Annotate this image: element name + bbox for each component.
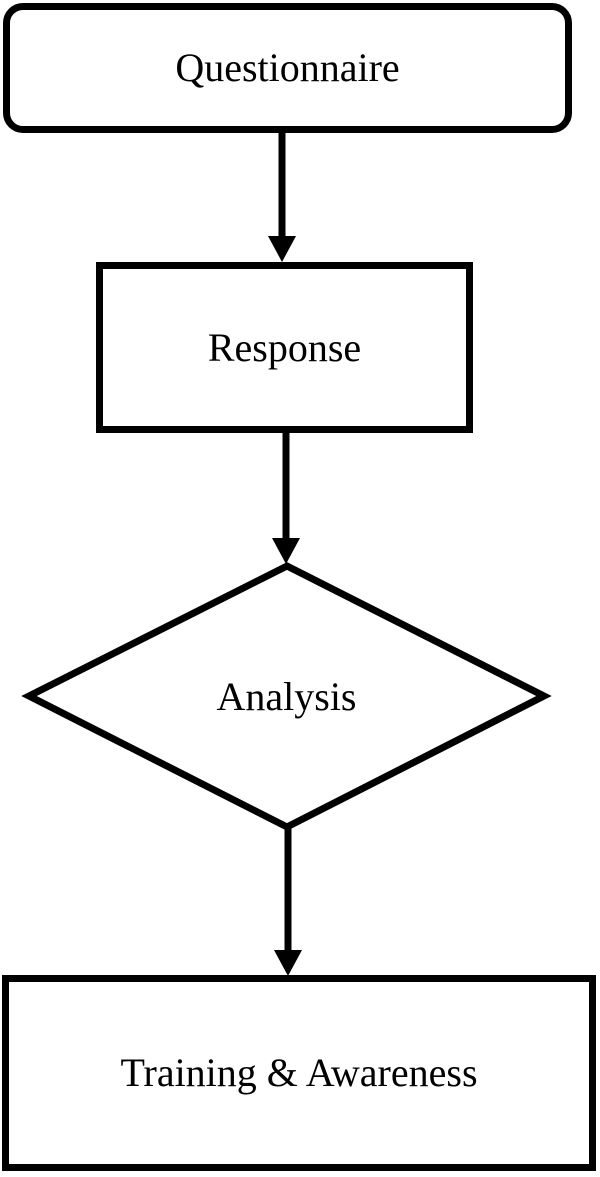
arrow-response-to-analysis <box>272 430 300 564</box>
node-response: Response <box>96 262 473 433</box>
arrow-analysis-to-training <box>274 824 302 976</box>
arrow-questionnaire-to-response <box>268 133 296 262</box>
node-response-label: Response <box>207 324 362 370</box>
analysis-diamond-shape <box>21 562 552 831</box>
node-questionnaire-label: Questionnaire <box>175 45 400 90</box>
node-questionnaire: Questionnaire <box>3 3 572 133</box>
node-training-awareness-label: Training & Awareness <box>120 1050 478 1095</box>
node-training-awareness: Training & Awareness <box>2 975 596 1171</box>
